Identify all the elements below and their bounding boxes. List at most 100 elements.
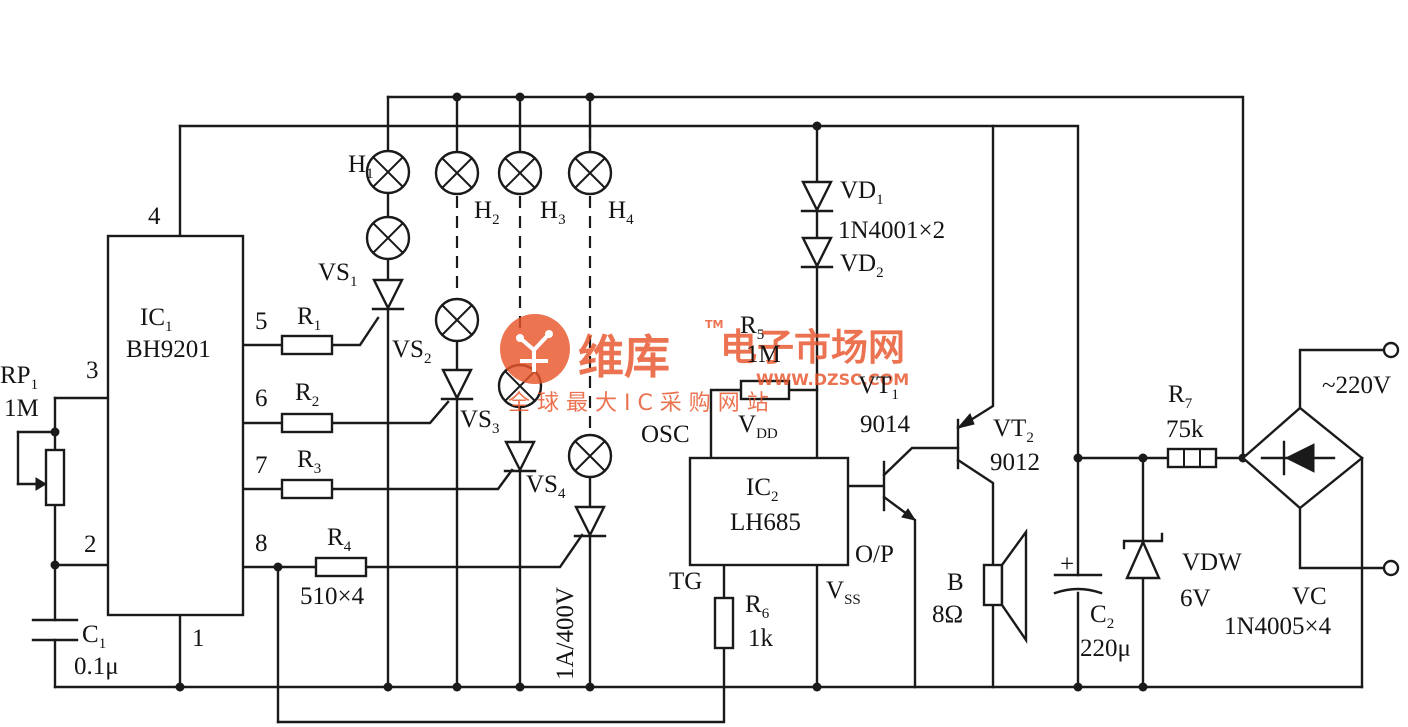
pin-8-label: 8 [255,530,268,557]
r6-value: 1k [748,625,774,652]
vt2-emitter-arrow [956,413,975,429]
pin-1-label: 1 [192,625,205,652]
ic1-block [106,234,245,617]
resistor-icon [280,478,334,500]
vss-label: VSS [826,577,861,608]
watermark-logo-icon [500,314,570,384]
labels: IC1 BH9201 1 2 3 4 5 6 7 8 RP1 1M C1 0.1… [0,151,1391,680]
r3-label: R3 [297,446,321,477]
vc-label: VC [1292,583,1327,610]
tg-label: TG [669,568,702,595]
scr-icon [573,505,607,538]
vs2-label: VS2 [392,336,431,367]
rp1-value: 1M [4,395,39,422]
r4-value: 510×4 [300,583,365,610]
lamp-icons [365,149,613,479]
potentiometer-icon [44,448,66,507]
ic2-block [688,456,850,567]
watermark-tm: TM [705,318,723,331]
resistor-icon [314,556,368,578]
transistor-icons [901,413,975,521]
scr-icon [440,368,474,401]
r7-label: R7 [1168,381,1193,412]
lamp-icon [365,149,411,195]
watermark-url: WWW.DZSC.COM [756,370,909,389]
c1-label: C1 [82,621,106,652]
ic2-part: LH685 [730,509,801,536]
pin-4-label: 4 [148,203,161,230]
terminal-icons [1382,341,1400,577]
pin-7-label: 7 [255,452,268,479]
r2-label: R2 [295,379,319,410]
watermark-brand: 维库 [578,330,670,384]
h2-label: H2 [474,197,500,228]
resistor-icon [280,412,334,434]
diode-icon [800,180,834,213]
ic1-label: IC1 [140,304,173,335]
h1-label: H1 [348,151,374,182]
speaker-value: 8Ω [932,601,963,628]
op-label: O/P [855,541,894,568]
c2-label: C2 [1090,601,1114,632]
pin-2-label: 2 [84,531,97,558]
wires [16,95,1387,724]
lamp-icon [434,150,480,196]
pin-5-label: 5 [255,308,268,335]
vdw-label: VDW [1182,549,1242,576]
vd1-label: VD1 [840,177,884,208]
speaker-label: B [947,569,964,596]
scr-rating: 1A/400V [552,587,579,680]
thyristor-icons [371,278,607,538]
speaker-icon [982,528,1028,644]
vd2-label: VD2 [840,250,884,281]
resistor-icon [713,596,735,650]
capacitor-icons [31,573,1103,642]
c1-value: 0.1μ [74,653,119,680]
watermark: 维库 TM 电子市场网 WWW.DZSC.COM 全 球 最 大 I C 采 购… [500,314,909,416]
lamp-icon [434,297,480,343]
resistor-icon [739,379,791,401]
vs4-label: VS4 [526,471,566,502]
pin-6-label: 6 [255,385,268,412]
bridge-rectifier-icon [1241,406,1364,510]
scr-icon [503,440,537,473]
vt2-part: 9012 [990,449,1040,476]
pin-3-label: 3 [86,357,99,384]
vc-part: 1N4005×4 [1224,613,1332,640]
vt1-part: 9014 [860,411,911,438]
c2-plus: + [1060,551,1074,578]
vt2-label: VT2 [993,415,1034,446]
r4-label: R4 [327,524,352,555]
watermark-name: 电子市场网 [720,326,905,369]
vt1-emitter-arrow [901,508,917,521]
diode-icons [800,180,834,269]
vs3-label: VS3 [460,406,499,437]
lamp-icon [497,150,543,196]
h3-label: H3 [540,197,566,228]
resistor-icon [1166,447,1218,469]
scr-icon [371,278,405,311]
resistor-icon [280,334,334,356]
vs1-label: VS1 [318,259,357,290]
ic1-part: BH9201 [126,336,211,363]
ic2-label: IC2 [746,474,779,505]
c2-value: 220μ [1080,635,1131,662]
mains-label: ~220V [1322,372,1391,399]
lamp-icon [567,433,613,479]
vd-part: 1N4001×2 [838,217,945,244]
r5-label: R5 [740,312,764,343]
rp1-label: RP1 [0,362,38,393]
vt1-label: VT1 [858,372,899,403]
osc-label: OSC [641,421,690,448]
lamp-icon [365,215,411,261]
diode-icon [800,236,834,269]
watermark-slogan: 全 球 最 大 I C 采 购 网 站 [508,391,769,416]
r1-label: R1 [297,303,321,334]
vdw-value: 6V [1180,585,1211,612]
r6-label: R6 [745,591,770,622]
zener-icon [1122,532,1164,580]
resistor-icons [34,334,1218,650]
lamp-icon [567,150,613,196]
h4-label: H4 [608,197,634,228]
